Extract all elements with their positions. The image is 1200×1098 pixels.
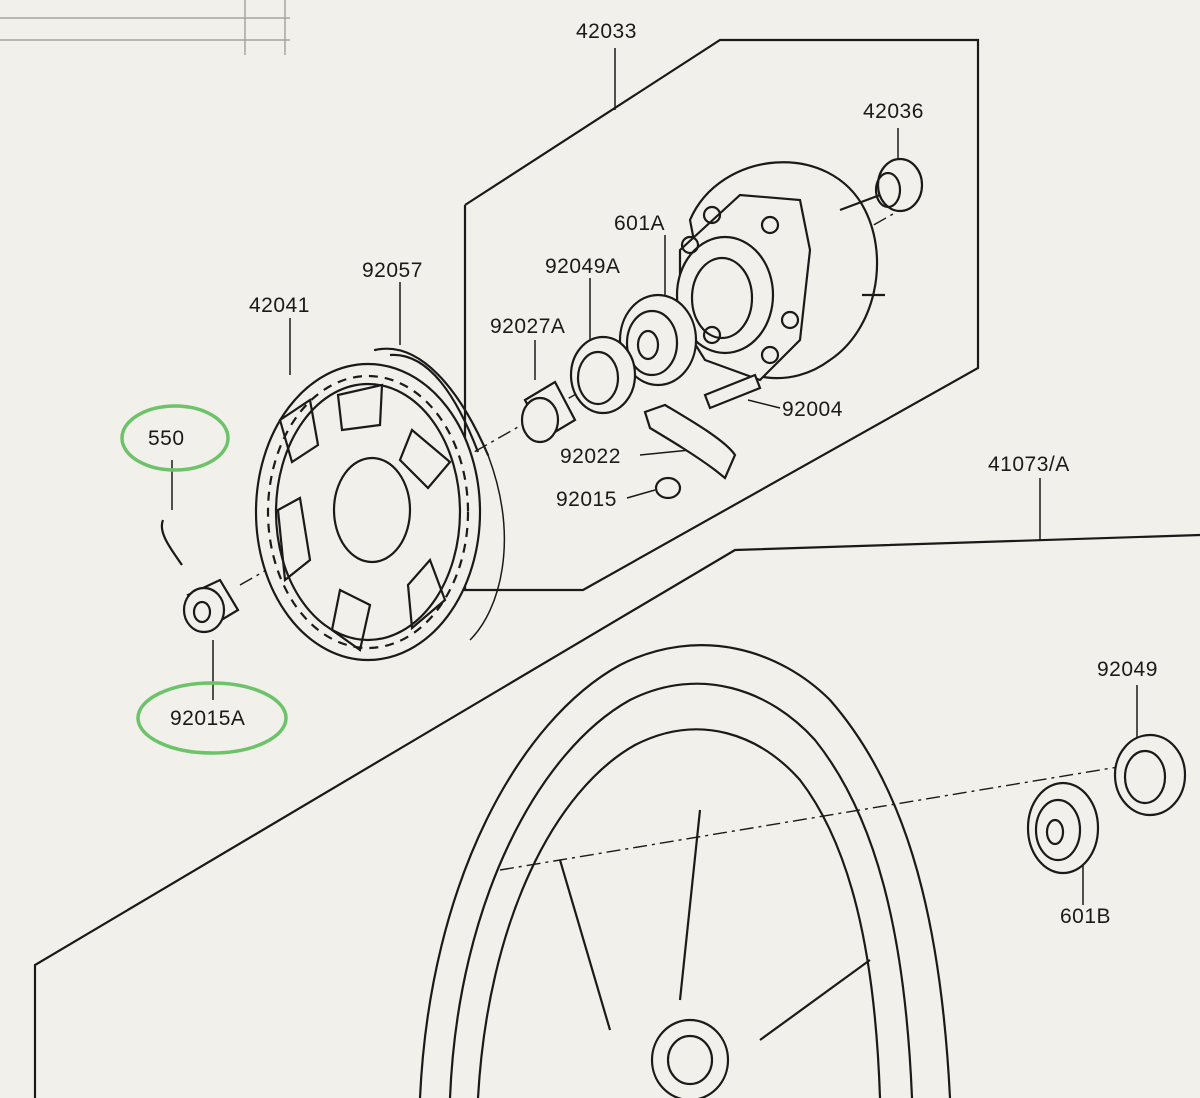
hub-assembly-boundary <box>463 38 980 592</box>
bearing-601B <box>1026 781 1100 875</box>
wheel-41073A <box>418 644 952 1098</box>
stud-92004 <box>703 373 762 410</box>
label-92027A: 92027A <box>490 315 566 338</box>
label-92057: 92057 <box>362 259 423 282</box>
sprocket-hub-carrier <box>675 161 885 382</box>
sprocket-42041 <box>254 362 482 662</box>
collar-42036 <box>874 157 924 213</box>
label-92049: 92049 <box>1097 658 1158 681</box>
faint-table-lines <box>0 0 290 55</box>
lock-plate-92022 <box>643 403 737 480</box>
spacer-92027A <box>520 380 577 444</box>
seal-92049 <box>1113 733 1187 817</box>
nut-92015 <box>654 476 682 500</box>
label-41073A: 41073/A <box>988 453 1070 476</box>
highlight-circles <box>120 404 288 755</box>
label-550: 550 <box>148 427 185 450</box>
bearing-601A <box>618 293 698 387</box>
castle-nut-92015A <box>182 578 240 634</box>
label-42036: 42036 <box>863 100 924 123</box>
label-92004: 92004 <box>782 398 843 421</box>
chain-92057 <box>373 347 505 641</box>
seal-92049A <box>569 335 637 415</box>
label-42033: 42033 <box>576 20 637 43</box>
cotter-pin-550 <box>160 519 183 566</box>
label-92015: 92015 <box>556 488 617 511</box>
label-92015A: 92015A <box>170 707 246 730</box>
highlight-550 <box>120 404 230 472</box>
wheel-assembly-boundary <box>33 533 1200 1098</box>
label-92022: 92022 <box>560 445 621 468</box>
highlight-92015A <box>136 681 288 755</box>
label-601B: 601B <box>1060 905 1112 928</box>
label-601A: 601A <box>614 212 666 235</box>
label-42041: 42041 <box>249 294 310 317</box>
label-92049A: 92049A <box>545 255 621 278</box>
